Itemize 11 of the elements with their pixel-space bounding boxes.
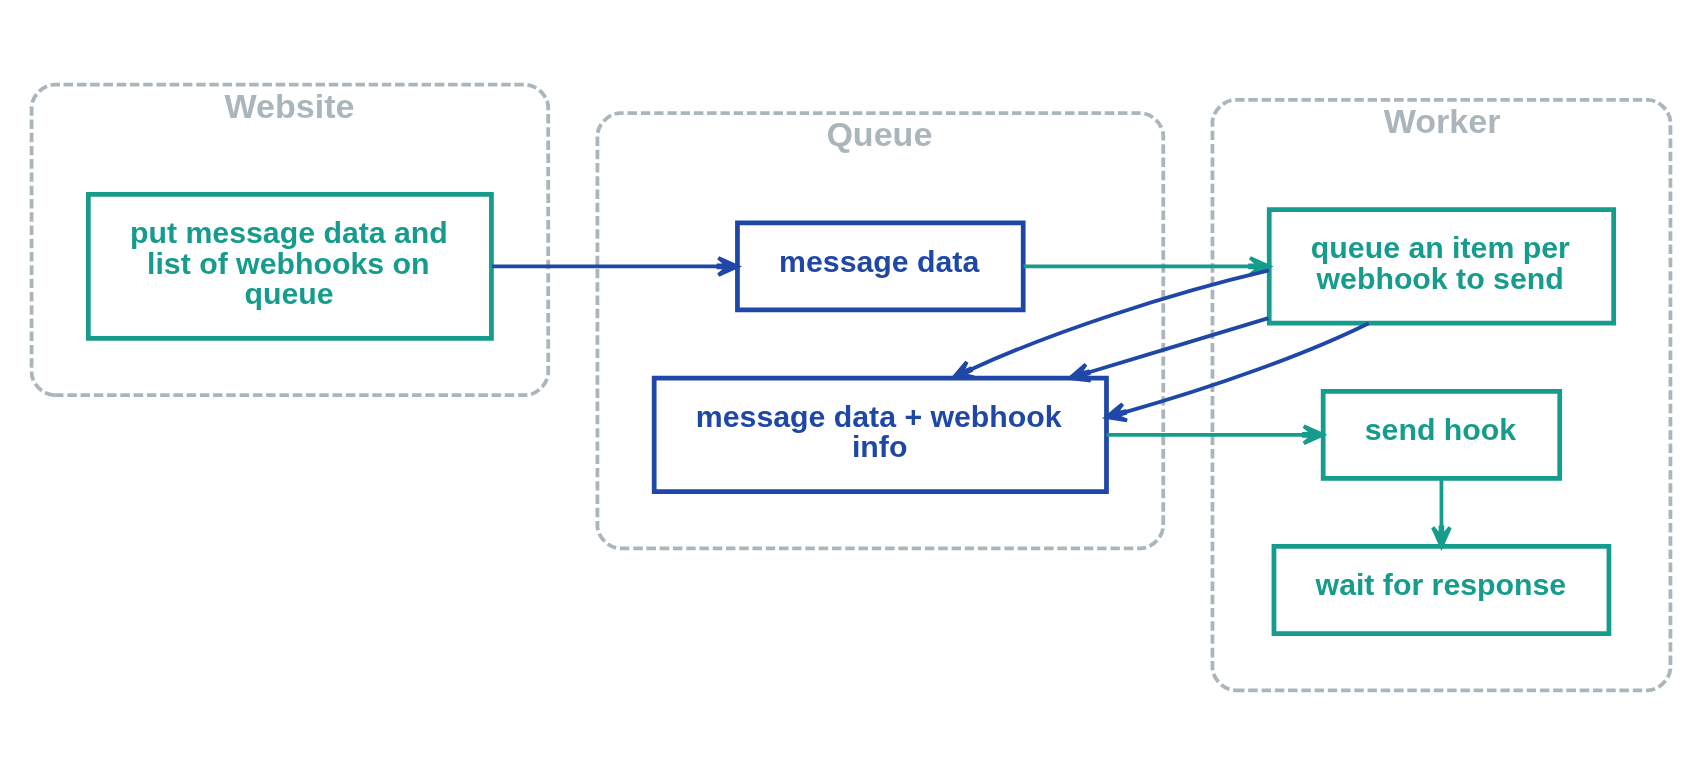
- arrow: [492, 255, 740, 277]
- node-box: put message data and list of webhooks on queue: [86, 191, 494, 341]
- arrow: [1431, 477, 1452, 548]
- arrow: [1068, 315, 1269, 383]
- node-box: send hook: [1320, 388, 1563, 481]
- arrow: [1104, 321, 1370, 422]
- node-box: wait for response: [1271, 543, 1612, 636]
- node-box: message data: [735, 220, 1026, 312]
- node-box: message data + webhook info: [651, 375, 1109, 494]
- node-box: queue an item per webhook to send: [1266, 206, 1616, 326]
- arrow: [1106, 423, 1325, 445]
